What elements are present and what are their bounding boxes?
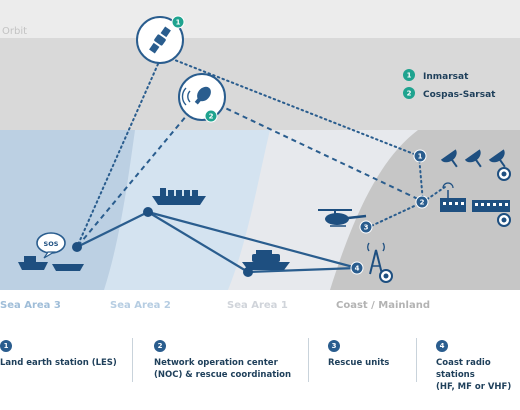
helicopter-icon xyxy=(318,209,367,227)
orbit-band xyxy=(0,38,520,130)
node-badge-2-number: 2 xyxy=(420,199,425,207)
zone-label-strip xyxy=(0,290,520,330)
radio-links xyxy=(76,210,358,274)
node-legend: 1 Land earth station (LES) 2 Network ope… xyxy=(0,330,520,410)
legend-line: Coast radio stations xyxy=(436,358,491,380)
legend-inmarsat-number: 1 xyxy=(407,72,412,80)
legend-line: Rescue units xyxy=(328,358,390,368)
legend-inmarsat-label: Inmarsat xyxy=(423,72,469,82)
cospas-sarsat-satellite-icon xyxy=(178,73,226,121)
earth-station-radio-icon xyxy=(497,167,511,181)
legend-number-badge: 2 xyxy=(154,340,166,352)
node-badge-1 xyxy=(413,149,427,163)
legend-cospas-sarsat-badge xyxy=(403,87,415,99)
orbit-label: Orbit xyxy=(2,26,27,37)
coast-radio-tower-icon xyxy=(367,242,393,283)
legend-number-badge: 1 xyxy=(0,340,12,352)
legend-cospas-sarsat-number: 2 xyxy=(407,90,412,98)
zone-label-sea-area-3: Sea Area 3 xyxy=(0,300,61,311)
legend-number-badge: 3 xyxy=(328,340,340,352)
zone-label-coast-mainland: Coast / Mainland xyxy=(336,300,430,311)
legend-divider xyxy=(416,338,417,382)
sky-band xyxy=(0,0,520,38)
diagram-canvas: Orbit 1 2 xyxy=(0,0,520,330)
legend-cospas-sarsat-label: Cospas-Sarsat xyxy=(423,90,496,100)
node-badge-1-number: 1 xyxy=(418,153,423,161)
legend-number-badge: 4 xyxy=(436,340,448,352)
distress-vessel-icon xyxy=(18,256,84,271)
ferry-ship-icon xyxy=(242,250,290,270)
building-windows xyxy=(443,202,508,206)
node-legend-item-les: 1 Land earth station (LES) xyxy=(0,340,128,369)
zone-label-sea-area-2: Sea Area 2 xyxy=(110,300,171,311)
node-badge-4 xyxy=(350,261,364,275)
ferry-node xyxy=(243,267,253,277)
node-badge-3-number: 3 xyxy=(364,224,369,232)
cospas-sarsat-badge xyxy=(204,109,218,123)
cospas-sarsat-badge-number: 2 xyxy=(209,113,214,121)
node-badge-2 xyxy=(415,195,429,209)
legend-divider xyxy=(308,338,309,382)
cospas-sarsat-links xyxy=(76,96,421,248)
inmarsat-satellite-icon xyxy=(136,16,184,64)
legend-divider xyxy=(132,338,133,382)
node-legend-item-rescue: 3 Rescue units xyxy=(328,340,416,369)
zone-label-sea-area-1: Sea Area 1 xyxy=(227,300,288,311)
legend-inmarsat-badge xyxy=(403,69,415,81)
legend-line: Land earth station (LES) xyxy=(0,358,117,368)
coast-mainland-zone xyxy=(330,130,520,290)
node-legend-item-coast-radio: 4 Coast radio stations (HF, MF or VHF) xyxy=(436,340,520,393)
earth-station-dish-icon xyxy=(440,149,506,168)
container-ship-icon xyxy=(152,188,206,205)
legend-line: Network operation center xyxy=(154,358,278,368)
container-ship-node xyxy=(143,207,153,217)
inmarsat-badge-number: 1 xyxy=(176,19,181,27)
noc-radio-icon xyxy=(497,213,511,227)
node-legend-item-noc: 2 Network operation center (NOC) & rescu… xyxy=(154,340,304,381)
legend-line: (NOC) & rescue coordination xyxy=(154,370,292,380)
inmarsat-badge xyxy=(171,15,185,29)
vessel-node xyxy=(72,242,82,252)
sos-bubble xyxy=(36,232,66,259)
node-badge-3 xyxy=(359,220,373,234)
legend-line: (HF, MF or VHF) xyxy=(436,382,512,392)
node-badge-4-number: 4 xyxy=(355,265,360,273)
sos-text: SOS xyxy=(44,240,59,248)
